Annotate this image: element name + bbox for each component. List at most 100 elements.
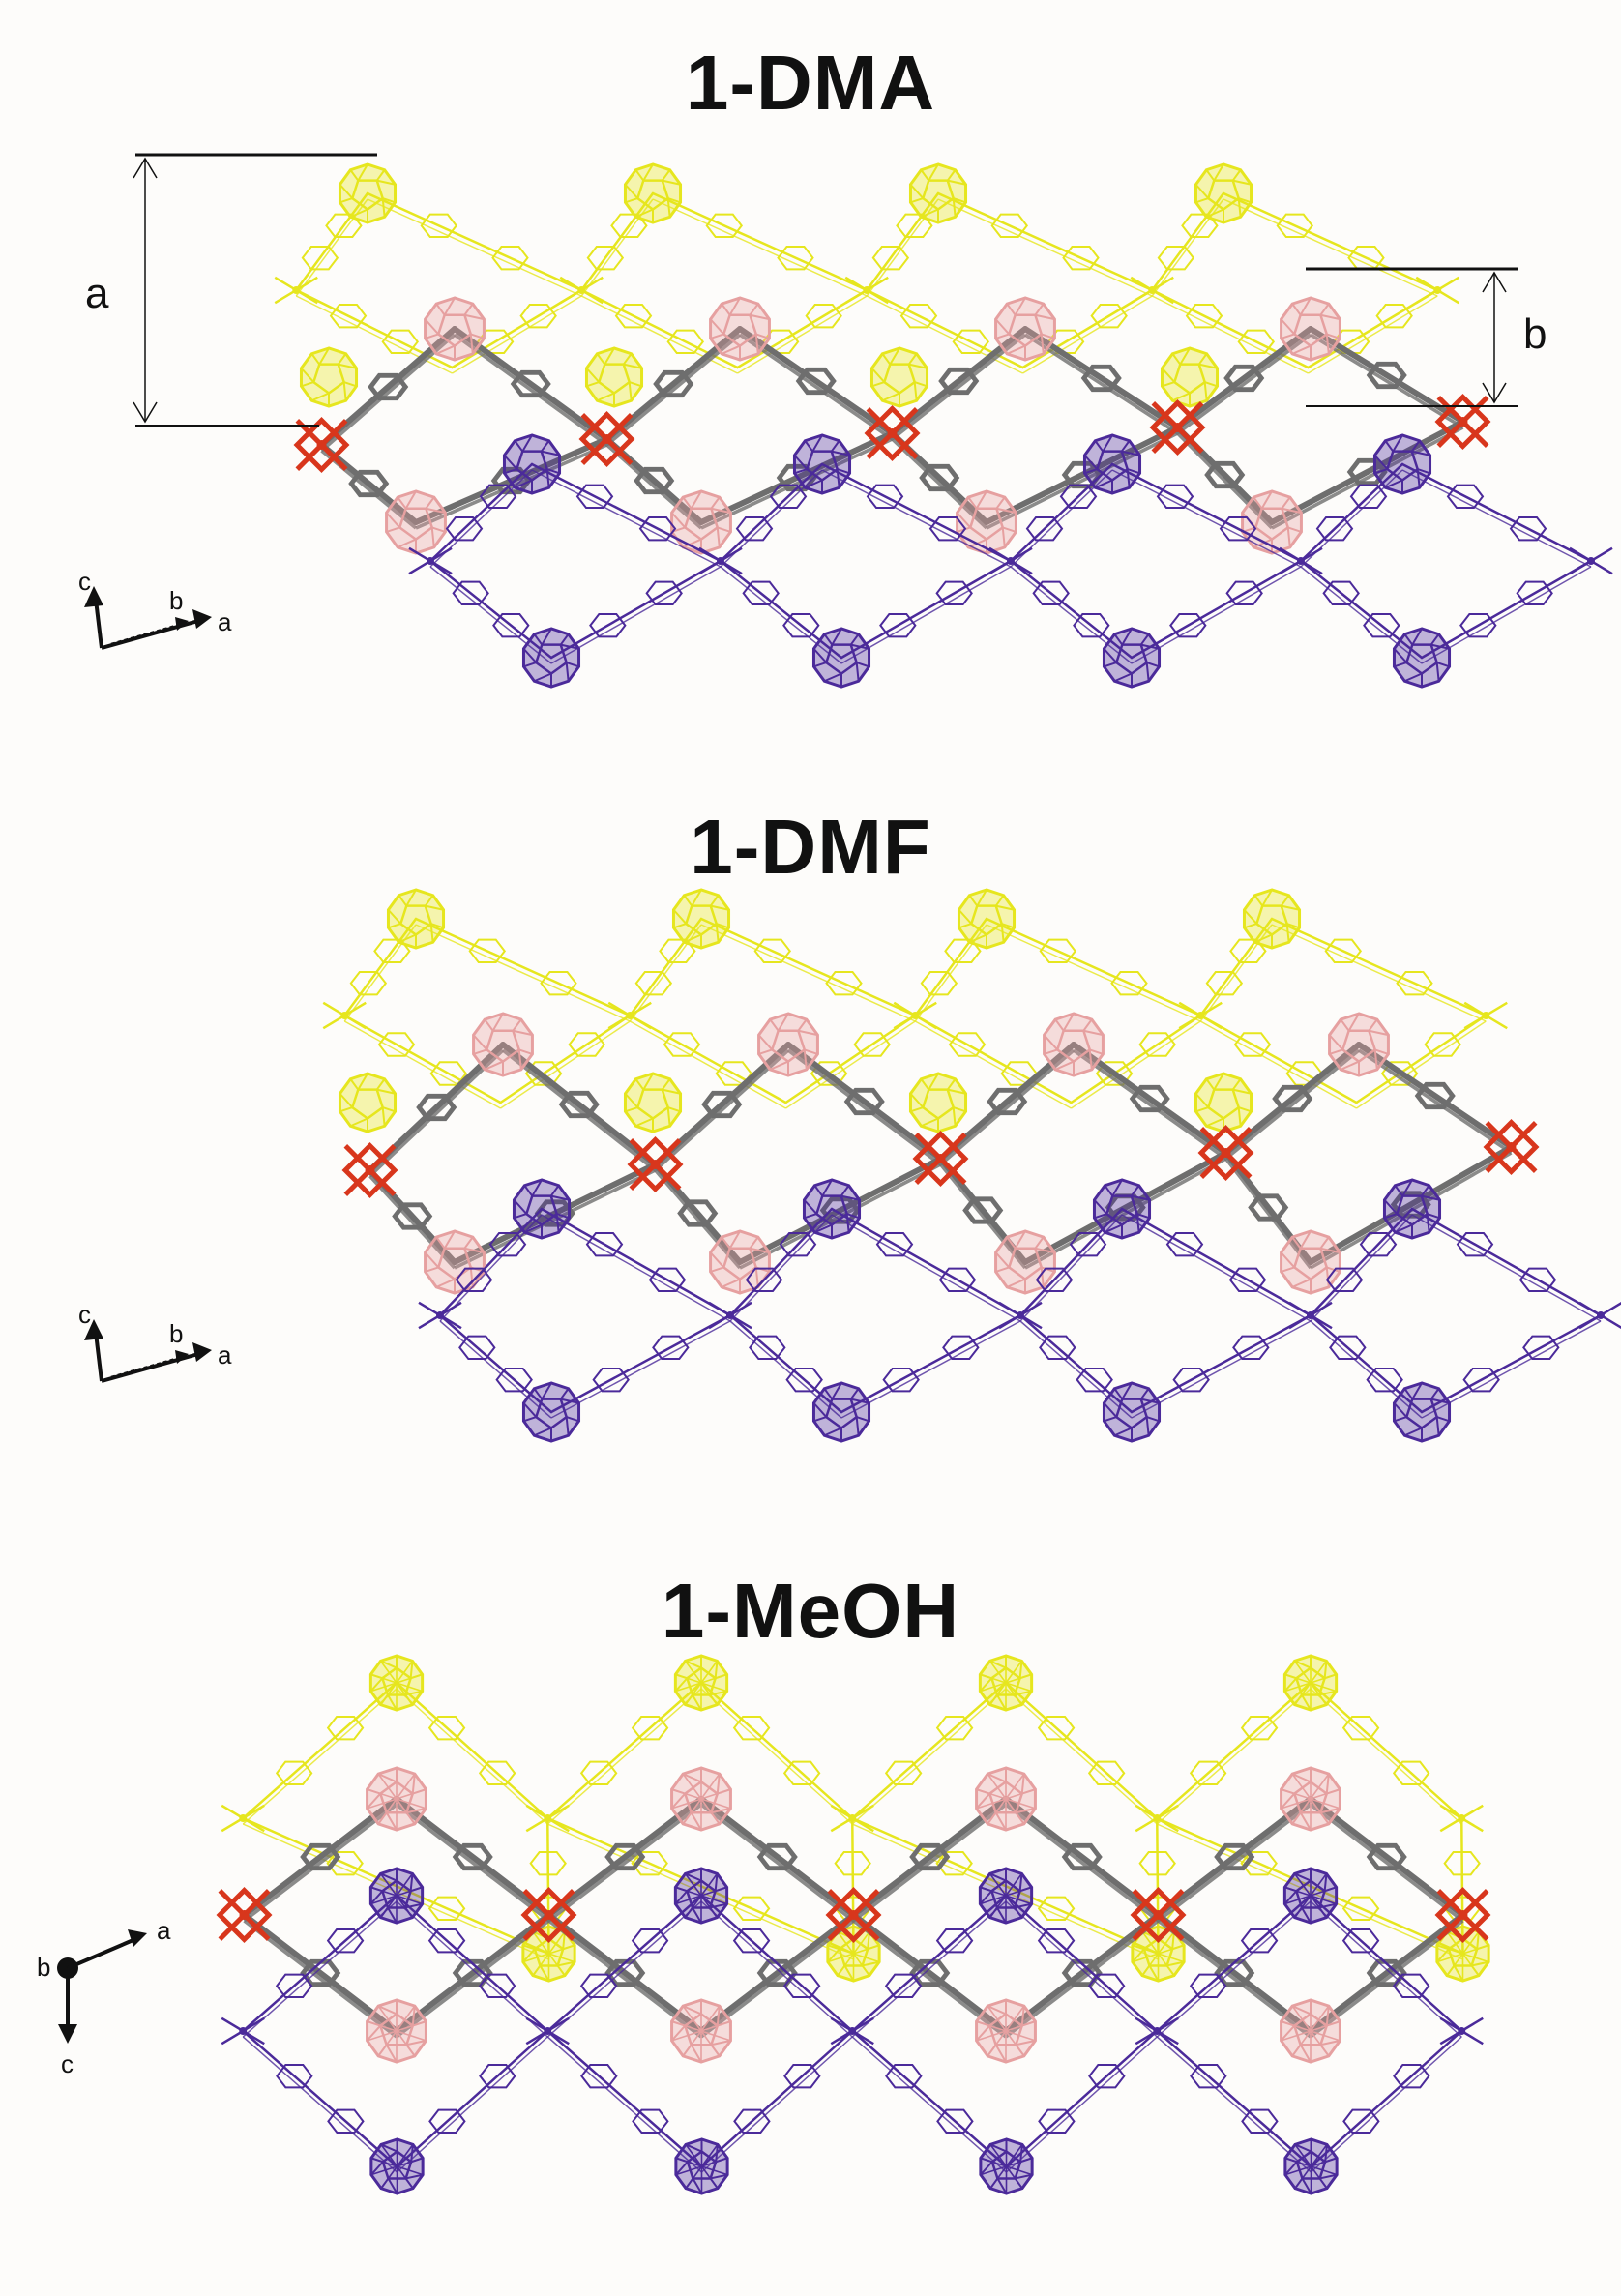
hexagon-ring-icon [519,303,557,329]
cell-dimension-marker: a [85,153,377,427]
hexagon-ring-icon [1219,515,1257,542]
hexagon-ring-icon [1341,1715,1380,1741]
hexagon-ring-icon [1110,970,1148,996]
hexagon-ring-icon [853,1032,891,1057]
hexagon-ring-icon [1172,1367,1210,1393]
linker-strut [1156,1681,1312,1825]
linker-strut [719,559,843,664]
icosahedral-cage-icon [709,296,771,362]
hexagon-ring-icon [1090,303,1128,329]
junction-node [844,276,889,305]
linker-strut [241,1796,399,1923]
icosahedral-cage-icon [1082,433,1142,495]
icosahedral-cage-icon [1160,346,1220,408]
hexagon-ring-icon [1032,580,1070,606]
hexagon-ring-icon [825,970,863,996]
hexagon-ring-icon [325,213,363,239]
hexagon-ring-icon [1509,515,1547,542]
hexagon-ring-icon [1359,1231,1398,1257]
icosahedral-cage-icon [1392,627,1452,689]
icosahedral-cage-icon [521,1381,581,1443]
hexagon-ring-icon [962,1196,1004,1224]
icosahedral-cage-icon [1092,1178,1152,1240]
hexagon-ring-icon [1240,1850,1278,1876]
hexagon-ring-icon [1038,2108,1076,2134]
hexagon-ring-icon [879,612,917,638]
hexagon-ring-icon [987,1087,1028,1116]
metal-node-icon [293,417,350,473]
axis-label-right: a [157,1916,171,1945]
hexagon-ring-icon [928,515,967,542]
hexagon-ring-icon [884,1973,923,1999]
linker-strut [1004,1894,1159,2038]
linker-strut [540,1207,732,1322]
icosahedral-cage-icon [1194,162,1253,224]
hexagon-ring-icon [479,2063,516,2089]
icosahedral-cage-icon [802,1178,862,1240]
panel-title: 1-DMA [685,40,936,126]
junction-node [998,1301,1043,1330]
hexagon-ring-icon [491,245,529,271]
junction-node [1439,2016,1484,2046]
hexagon-ring-icon [1214,1842,1255,1871]
hexagon-ring-icon [458,1335,496,1361]
hexagon-ring-icon [749,1335,786,1361]
hexagon-ring-icon [1446,484,1485,510]
linker-strut [651,191,869,297]
hexagon-ring-icon [1025,515,1064,542]
icosahedral-cage-icon [975,1998,1037,2064]
hexagon-ring-icon [1059,484,1098,510]
metal-node-icon [520,1887,577,1943]
linker-strut [1110,462,1303,568]
hexagon-ring-icon [427,1715,466,1741]
hexagon-ring-icon [631,1715,669,1741]
hexagon-ring-icon [495,1367,533,1393]
hexagon-ring-icon [884,1760,923,1786]
upper-framework-layer [274,162,1459,374]
hexagon-ring-icon [1393,2063,1430,2089]
linker-strut [1003,1796,1162,1923]
hexagon-ring-icon [1366,361,1407,390]
hexagon-ring-icon [1349,484,1388,510]
dimension-label: a [85,270,109,317]
lower-framework-layer [418,1178,1621,1443]
hexagon-ring-icon [275,1760,313,1786]
metal-node-icon [1483,1119,1540,1175]
hexagon-ring-icon [445,515,484,542]
icosahedral-cage-icon [1282,1867,1339,1925]
linker-strut [1308,1796,1466,1923]
hexagon-ring-icon [779,1231,817,1257]
linker-strut [737,1156,944,1270]
hexagon-ring-icon [652,1335,690,1361]
hexagon-ring-icon [1138,1850,1176,1876]
linker-strut [820,462,1013,568]
hexagon-ring-icon [1080,364,1122,393]
hexagon-ring-icon [1181,213,1219,239]
hexagon-ring-icon [1322,580,1360,606]
hexagon-ring-icon [782,612,820,638]
icosahedral-cage-icon [1194,1072,1253,1133]
axis-label-depth: b [37,1953,50,1982]
hexagon-ring-icon [1205,970,1244,996]
linker-strut [728,1313,843,1419]
hexagon-ring-icon [1189,1973,1227,1999]
icosahedral-cage-icon [673,1867,729,1925]
linker-strut [452,326,610,447]
hexagon-ring-icon [586,245,625,271]
hexagon-ring-icon [732,1896,771,1922]
hexagon-ring-icon [558,1090,600,1119]
hexagon-ring-icon [416,1093,457,1122]
axis-label-depth: b [169,586,183,615]
linker-strut [1156,1894,1312,2038]
icosahedral-cage-icon [368,1867,425,1925]
hexagon-ring-icon [882,1367,920,1393]
linker-strut [851,2029,1008,2173]
hexagon-ring-icon [777,245,814,271]
metal-node-icon [825,1887,882,1943]
hexagon-ring-icon [1189,1760,1227,1786]
hexagon-ring-icon [585,1231,624,1257]
icosahedral-cage-icon [994,296,1056,362]
axis-triad-icon: abc [37,1916,171,2078]
linker-strut [850,1796,1009,1923]
